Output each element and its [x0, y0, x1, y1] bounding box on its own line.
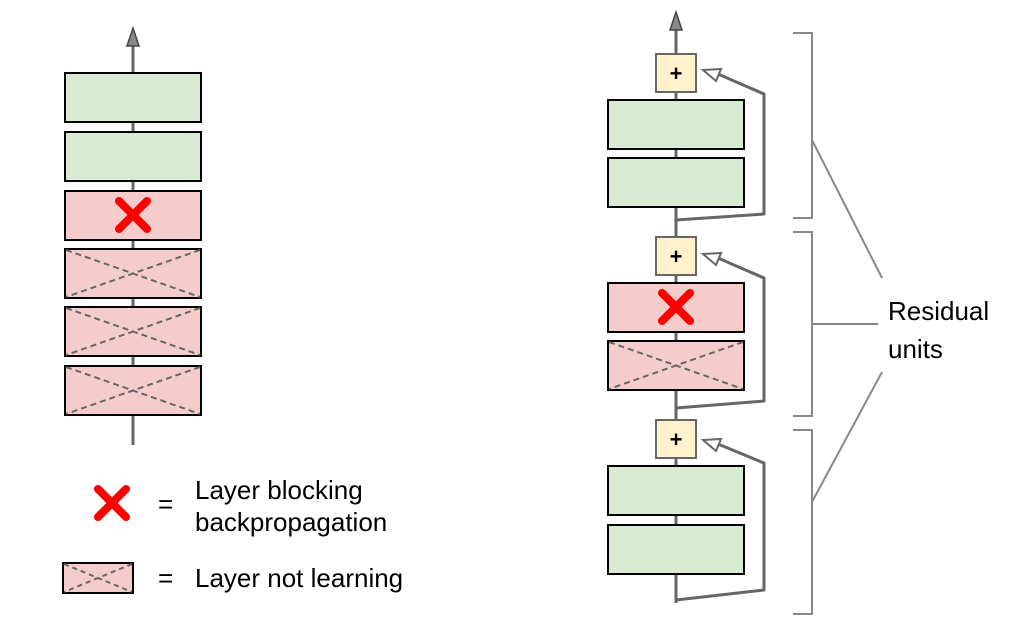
skip-connection-line: [675, 442, 766, 602]
bracket: [793, 32, 813, 219]
dashed-x-icon: [65, 366, 201, 415]
legend-blocking-equals: =: [158, 489, 173, 519]
left-layer-learning: [64, 131, 202, 182]
bracket: [793, 231, 813, 417]
dashed-x-icon: [65, 249, 201, 298]
leader-line: [811, 371, 883, 503]
sum-node-symbol: +: [670, 244, 683, 269]
callout-line2: units: [888, 334, 943, 364]
residual-unit: +: [607, 236, 766, 410]
dashed-x-icon: [608, 341, 744, 390]
legend-red-x-icon: [94, 485, 130, 521]
callout-line1: Residual: [888, 296, 989, 326]
sum-node: [655, 53, 697, 93]
skip-connection-line: [675, 72, 766, 222]
legend-blocking-line2: backpropagation: [195, 507, 387, 537]
left-stack-output-arrow-icon: [125, 25, 141, 47]
residual-unit-brackets: [793, 32, 813, 615]
residual-unit: +: [607, 419, 766, 602]
callout-label: Residual units: [888, 296, 989, 364]
legend-dashed-x-icon: [63, 563, 133, 593]
left-layer-learning: [64, 72, 202, 123]
red-x-icon: [658, 289, 694, 325]
legend-blocking-line1: Layer blocking: [195, 475, 363, 505]
left-stack: [64, 25, 202, 445]
right-layer-learning: [607, 465, 745, 516]
right-layer-learning: [607, 524, 745, 575]
legend-not-learning-equals: =: [158, 563, 173, 593]
legend-not-learning-label: Layer not learning: [195, 563, 403, 593]
bracket: [793, 429, 813, 615]
skip-connection-line: [675, 256, 766, 410]
legend: = Layer blocking backpropagation = Layer…: [62, 475, 403, 594]
dashed-x-icon: [65, 307, 201, 356]
skip-arrow-icon: [700, 251, 723, 267]
sum-node-symbol: +: [670, 61, 683, 86]
right-layer-learning: [607, 99, 745, 150]
callout-leader-lines: [811, 139, 883, 503]
skip-arrow-icon: [700, 67, 723, 83]
skip-arrow-icon: [700, 437, 723, 453]
leader-line: [811, 139, 883, 279]
sum-node: [655, 419, 697, 459]
residual-unit: +: [607, 53, 766, 222]
right-stack-output-arrow-icon: [668, 9, 684, 31]
sum-node-symbol: +: [670, 427, 683, 452]
sum-node: [655, 236, 697, 276]
right-layer-learning: [607, 157, 745, 208]
red-x-icon: [115, 197, 151, 233]
right-stack: + + +: [607, 9, 766, 603]
